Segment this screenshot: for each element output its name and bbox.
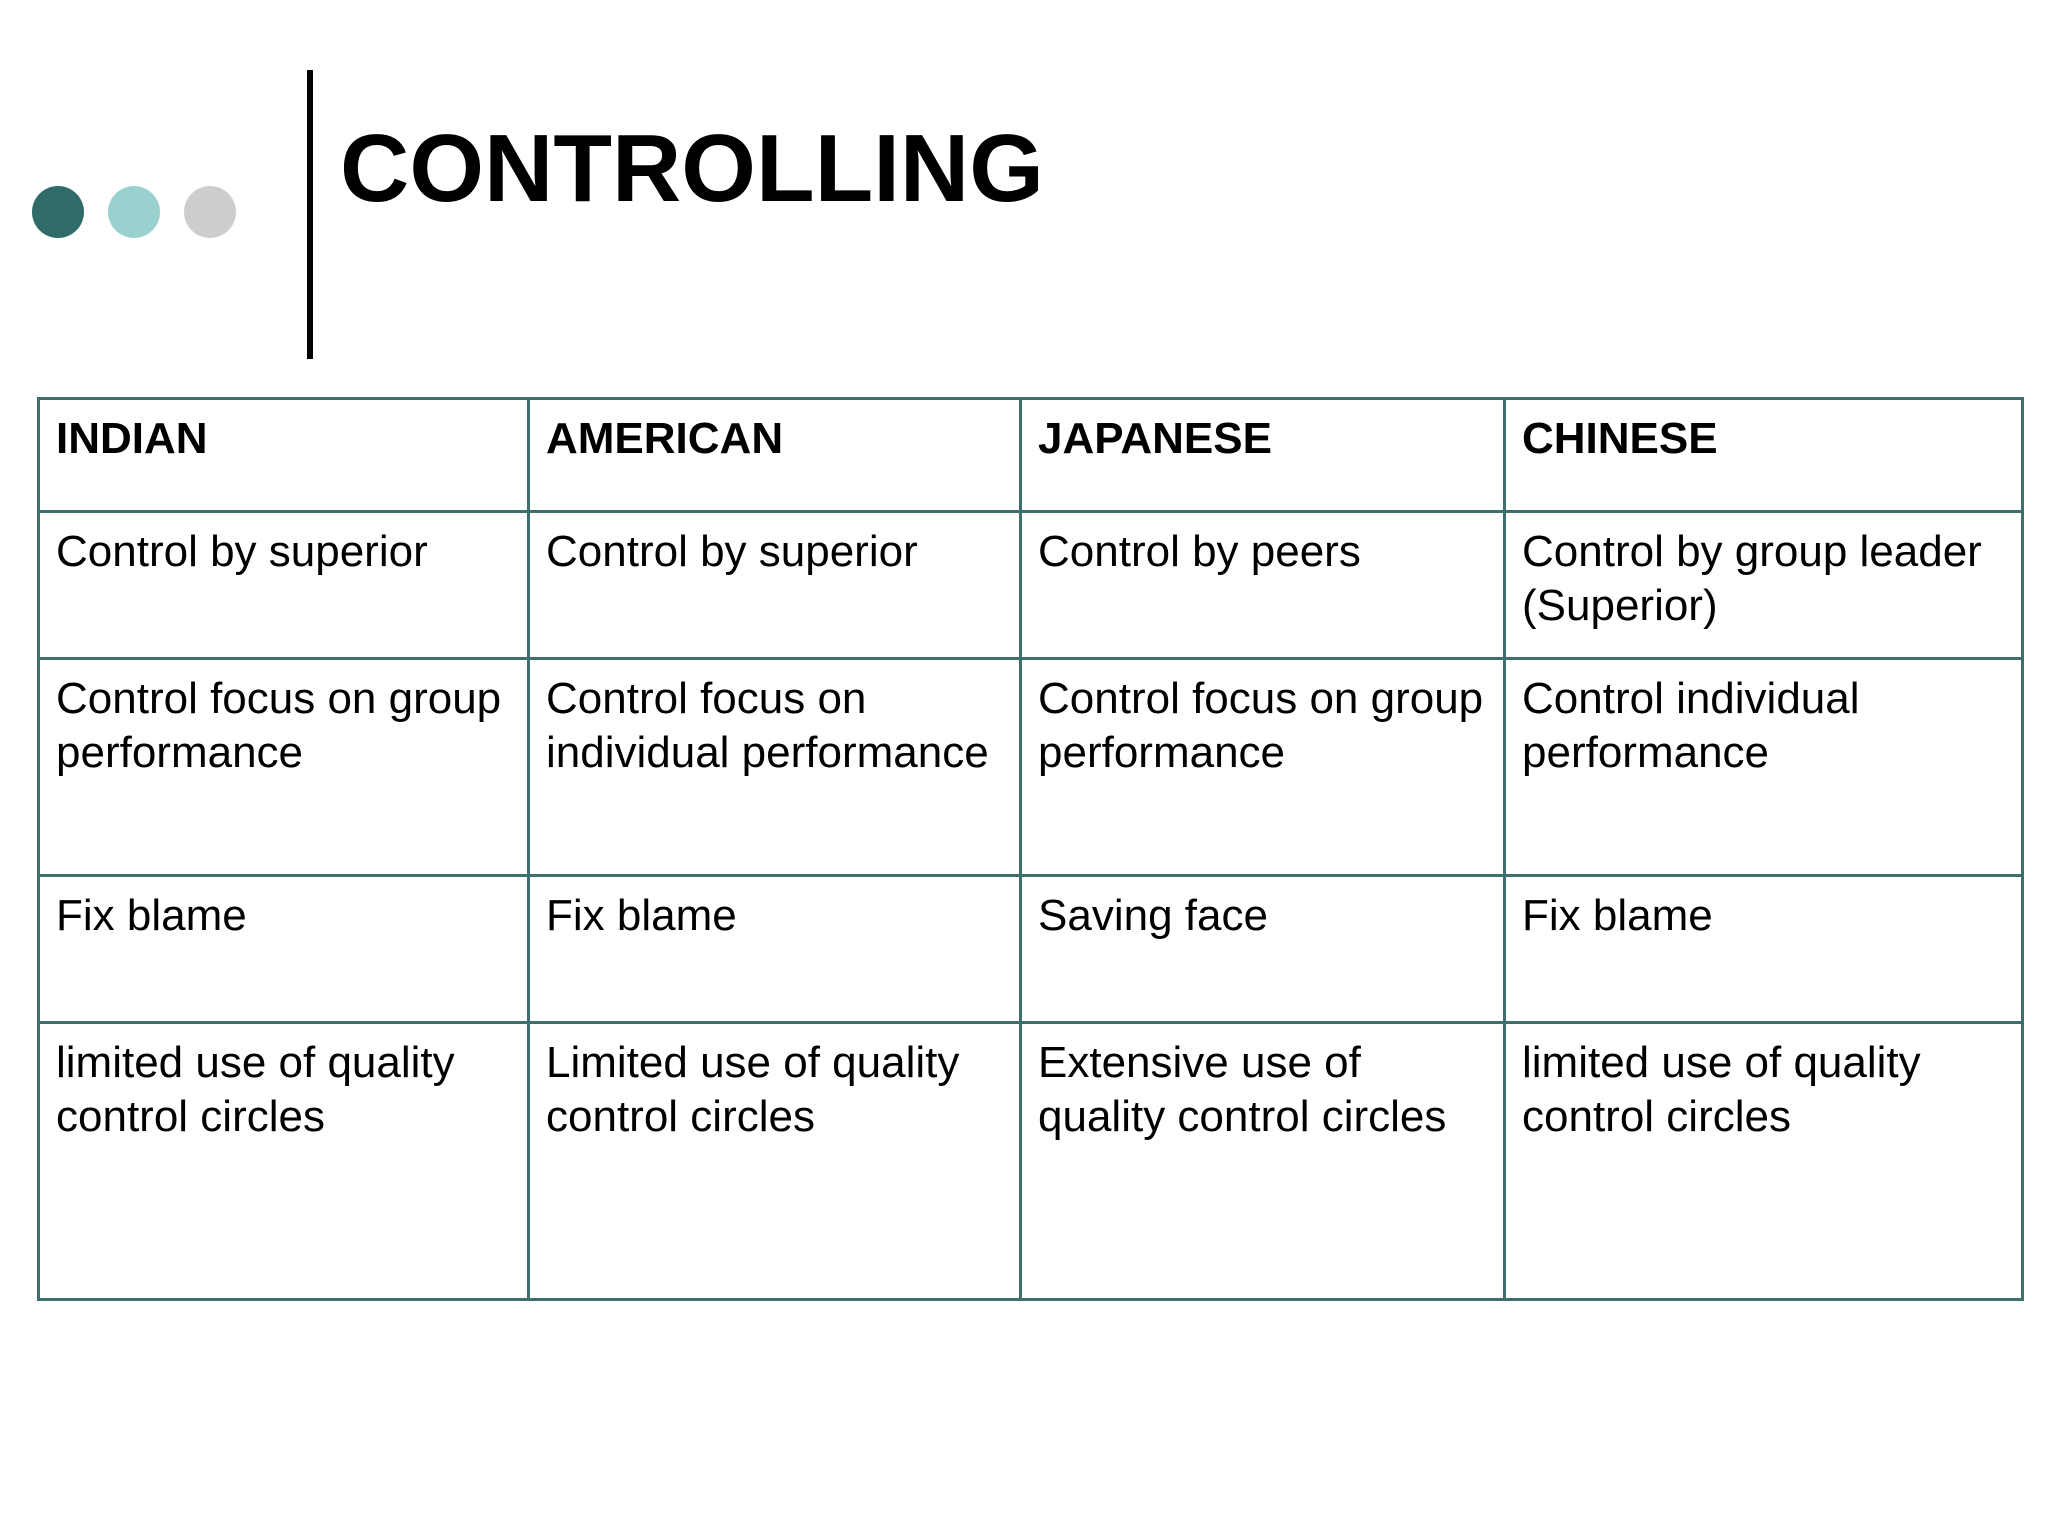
column-header-label: CHINESE — [1522, 414, 1718, 463]
table-header-row: INDIAN AMERICAN JAPANESE CHINESE — [37, 397, 2024, 513]
table-row: Control by superior Control by superior … — [37, 510, 2024, 660]
dot-gray-icon — [184, 186, 236, 238]
column-header-chinese: CHINESE — [1503, 397, 2024, 513]
cell-text: Control focus on group performance — [1038, 674, 1484, 777]
decorative-dots-group — [32, 186, 236, 238]
column-header-japanese: JAPANESE — [1019, 397, 1506, 513]
table-row: Fix blame Fix blame Saving face Fix blam… — [37, 874, 2024, 1024]
table-row: limited use of quality control circles L… — [37, 1021, 2024, 1301]
cell-text: limited use of quality control circles — [1522, 1038, 1921, 1141]
table-cell: limited use of quality control circles — [37, 1021, 530, 1301]
column-header-label: JAPANESE — [1038, 414, 1272, 463]
dot-dark-teal-icon — [32, 186, 84, 238]
column-header-label: INDIAN — [56, 414, 208, 463]
table-cell: limited use of quality control circles — [1503, 1021, 2024, 1301]
cell-text: Extensive use of quality control circles — [1038, 1038, 1447, 1141]
comparison-table-container: INDIAN AMERICAN JAPANESE CHINESE — [37, 397, 2024, 1301]
page-title: CONTROLLING — [340, 115, 1044, 222]
table-cell: Saving face — [1019, 874, 1506, 1024]
slide-header: CONTROLLING — [0, 0, 2048, 380]
cell-text: Control focus on group performance — [56, 674, 502, 777]
cell-text: Control by group leader (Superior) — [1522, 527, 1982, 630]
table-cell: Limited use of quality control circles — [527, 1021, 1022, 1301]
column-header-indian: INDIAN — [37, 397, 530, 513]
column-header-american: AMERICAN — [527, 397, 1022, 513]
cell-text: Control by peers — [1038, 527, 1361, 576]
table-cell: Control by superior — [527, 510, 1022, 660]
column-header-label: AMERICAN — [546, 414, 784, 463]
cell-text: Control individual performance — [1522, 674, 1860, 777]
table-cell: Control by group leader (Superior) — [1503, 510, 2024, 660]
cell-text: Fix blame — [546, 891, 737, 940]
table-cell: Control individual performance — [1503, 657, 2024, 877]
table-cell: Control by superior — [37, 510, 530, 660]
table-cell: Fix blame — [527, 874, 1022, 1024]
title-divider-rule — [307, 70, 313, 359]
table-cell: Control focus on group performance — [37, 657, 530, 877]
cell-text: Fix blame — [1522, 891, 1713, 940]
table-row: Control focus on group performance Contr… — [37, 657, 2024, 877]
cell-text: Control focus on individual performance — [546, 674, 989, 777]
comparison-table: INDIAN AMERICAN JAPANESE CHINESE — [37, 397, 2024, 1301]
table-cell: Extensive use of quality control circles — [1019, 1021, 1506, 1301]
cell-text: Control by superior — [56, 527, 428, 576]
table-cell: Control focus on individual performance — [527, 657, 1022, 877]
table-cell: Fix blame — [1503, 874, 2024, 1024]
cell-text: Limited use of quality control circles — [546, 1038, 960, 1141]
cell-text: limited use of quality control circles — [56, 1038, 455, 1141]
cell-text: Fix blame — [56, 891, 247, 940]
cell-text: Control by superior — [546, 527, 918, 576]
table-cell: Control focus on group performance — [1019, 657, 1506, 877]
cell-text: Saving face — [1038, 891, 1268, 940]
table-cell: Fix blame — [37, 874, 530, 1024]
dot-light-teal-icon — [108, 186, 160, 238]
table-cell: Control by peers — [1019, 510, 1506, 660]
